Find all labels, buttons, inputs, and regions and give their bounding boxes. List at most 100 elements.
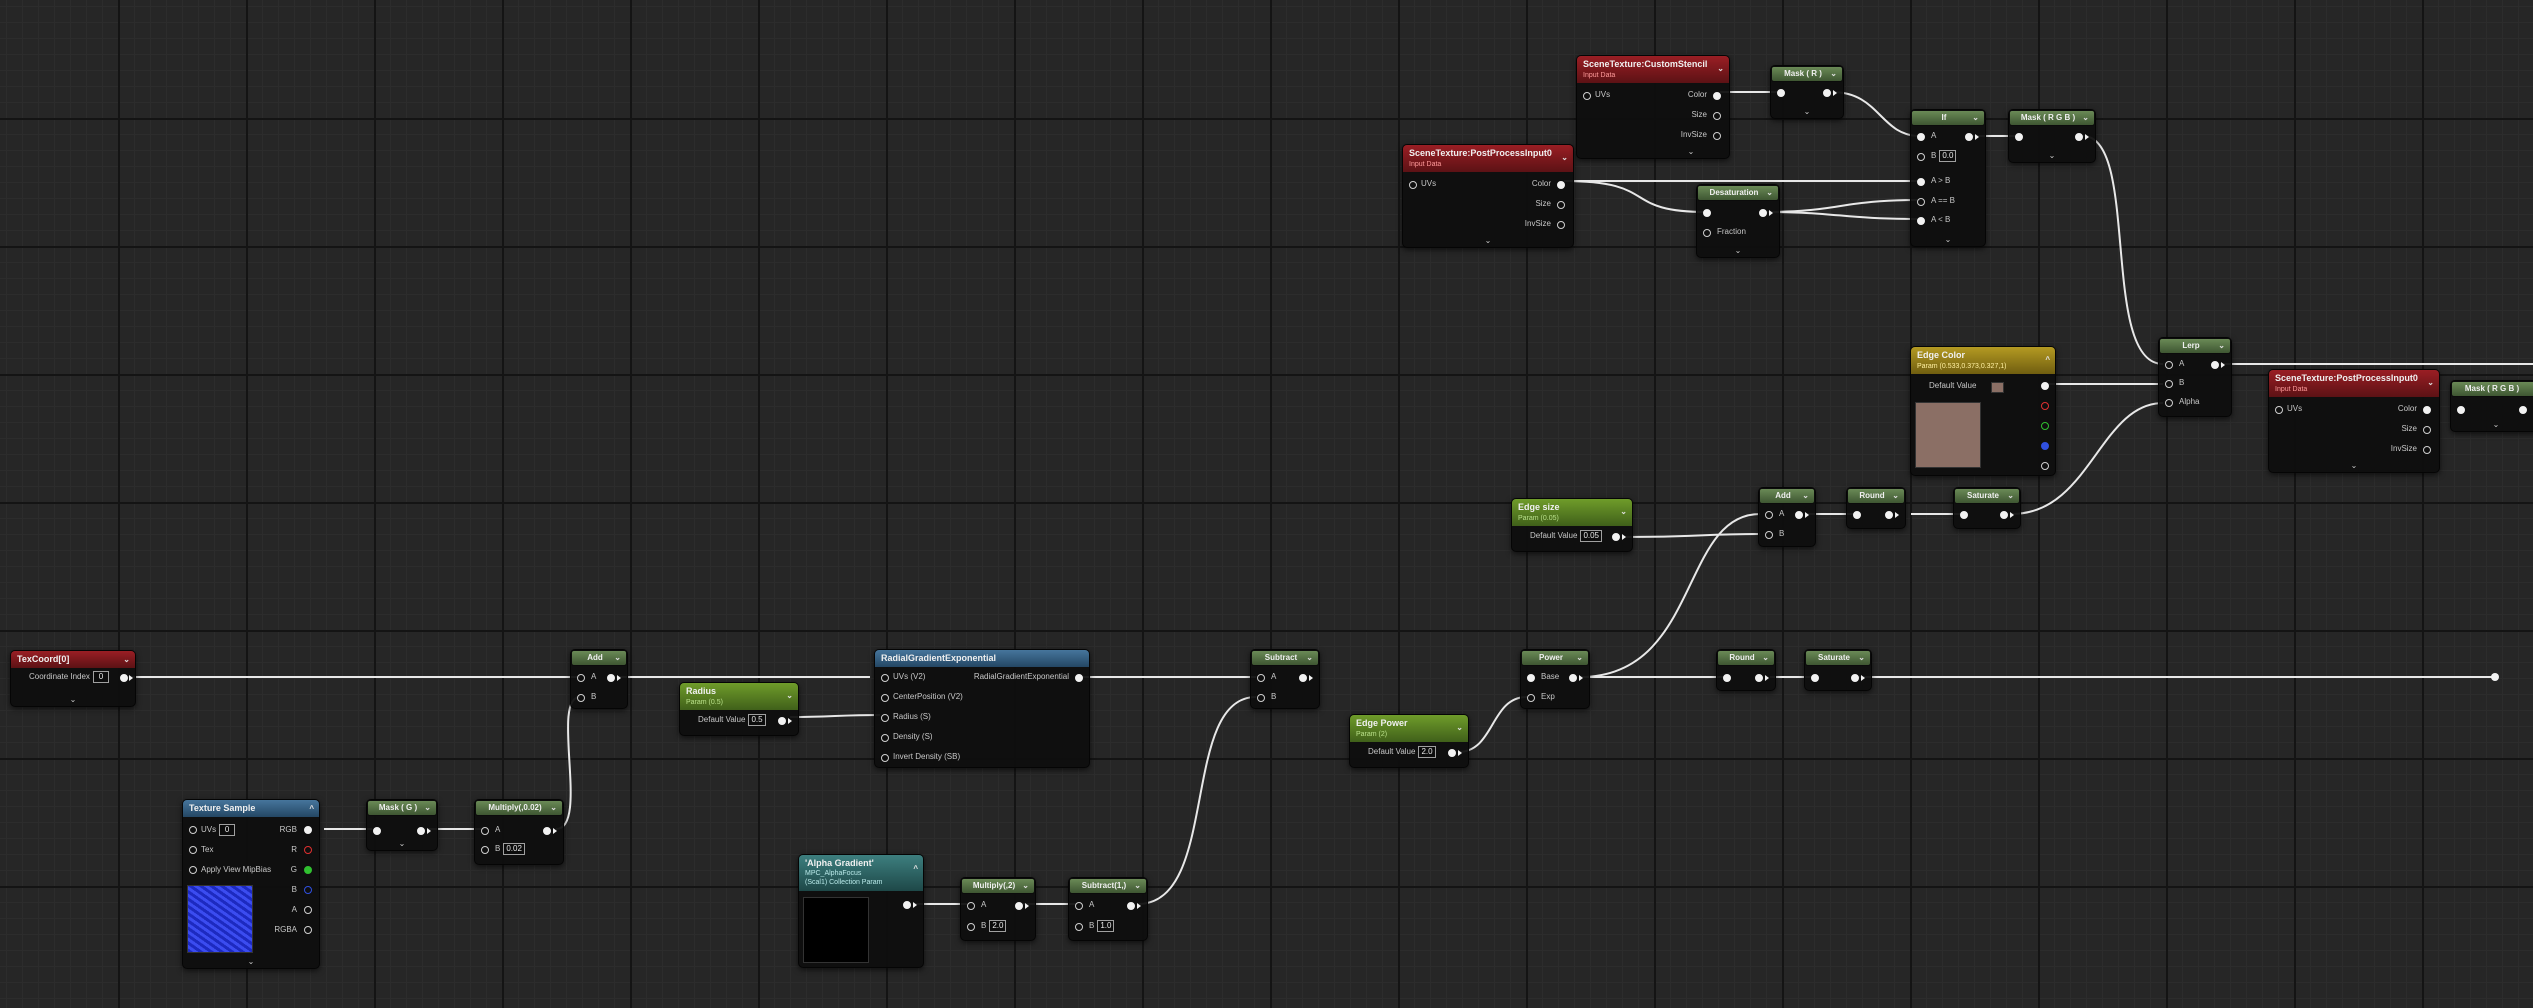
chevron-down-icon[interactable]: ⌄ — [1022, 881, 1029, 890]
input-pin[interactable] — [1917, 153, 1925, 161]
chevron-down-icon[interactable]: ⌄ — [1972, 113, 1979, 122]
chevron-down-icon[interactable]: ⌄ — [1762, 653, 1769, 662]
input-pin[interactable] — [1703, 229, 1711, 237]
lerp-node[interactable]: Lerp⌄ A B Alpha — [2158, 337, 2232, 417]
input-pin[interactable] — [967, 902, 975, 910]
input-pin[interactable] — [1075, 923, 1083, 931]
output-pin[interactable] — [2075, 133, 2083, 141]
output-pin[interactable] — [1127, 902, 1135, 910]
chevron-down-icon[interactable]: ⌄ — [1456, 723, 1463, 732]
input-pin[interactable] — [1765, 531, 1773, 539]
output-pin[interactable] — [2519, 406, 2527, 414]
output-pin[interactable] — [2041, 382, 2049, 390]
input-pin[interactable] — [2457, 406, 2465, 414]
output-pin[interactable] — [607, 674, 615, 682]
output-pin[interactable] — [2000, 511, 2008, 519]
input-pin[interactable] — [189, 866, 197, 874]
chevron-up-icon[interactable]: ^ — [309, 804, 314, 813]
chevron-down-icon[interactable]: ⌄ — [786, 691, 793, 700]
mask-rgb-node-2[interactable]: Mask ( R G B ) ⌄ — [2450, 380, 2533, 432]
output-pin[interactable] — [1015, 902, 1023, 910]
input-pin[interactable] — [577, 694, 585, 702]
default-value-field[interactable]: 0.5 — [748, 714, 766, 726]
saturate-node[interactable]: Saturate⌄ — [1804, 649, 1872, 691]
power-node[interactable]: Power⌄ Base Exp — [1520, 649, 1590, 709]
input-pin[interactable] — [1777, 89, 1785, 97]
input-pin[interactable] — [481, 827, 489, 835]
input-pin[interactable] — [1257, 674, 1265, 682]
chevron-up-icon[interactable]: ^ — [913, 864, 918, 873]
input-pin[interactable] — [2275, 406, 2283, 414]
b-value-field[interactable]: 1.0 — [1097, 920, 1115, 932]
radial-gradient-node[interactable]: RadialGradientExponential UVs (V2) Cente… — [874, 649, 1090, 768]
default-value-field[interactable]: 2.0 — [1418, 746, 1436, 758]
input-pin[interactable] — [577, 674, 585, 682]
input-pin[interactable] — [967, 923, 975, 931]
alpha-gradient-node[interactable]: 'Alpha Gradient'MPC_AlphaFocus(Scal1) Co… — [798, 854, 924, 968]
a-output-pin[interactable] — [2041, 462, 2049, 470]
b-output-pin[interactable] — [304, 886, 312, 894]
output-pin[interactable] — [1965, 133, 1973, 141]
output-pin[interactable] — [1448, 749, 1456, 757]
output-pin[interactable] — [1795, 511, 1803, 519]
default-color-swatch[interactable] — [1991, 382, 2004, 393]
input-pin[interactable] — [1257, 694, 1265, 702]
color-output-pin[interactable] — [1557, 181, 1565, 189]
input-pin[interactable] — [1853, 511, 1861, 519]
chevron-down-icon[interactable]: ⌄ — [2218, 341, 2225, 350]
add-node-2[interactable]: Add⌄ A B — [1758, 487, 1816, 547]
chevron-down-icon[interactable]: ⌄ — [1858, 653, 1865, 662]
chevron-down-icon[interactable]: ⌄ — [123, 655, 130, 664]
r-output-pin[interactable] — [2041, 402, 2049, 410]
chevron-down-icon[interactable]: ⌄ — [424, 803, 431, 812]
desaturation-node[interactable]: Desaturation⌄ Fraction ⌄ — [1696, 184, 1780, 258]
input-pin[interactable] — [1703, 209, 1711, 217]
size-output-pin[interactable] — [2423, 426, 2431, 434]
input-pin[interactable] — [1527, 694, 1535, 702]
output-pin[interactable] — [1851, 674, 1859, 682]
rgb-output-pin[interactable] — [304, 826, 312, 834]
input-pin[interactable] — [1527, 674, 1535, 682]
chevron-up-icon[interactable]: ^ — [2045, 355, 2050, 364]
output-pin[interactable] — [120, 674, 128, 682]
chevron-down-icon[interactable]: ⌄ — [1561, 153, 1568, 162]
input-pin[interactable] — [1811, 674, 1819, 682]
round-node[interactable]: Round⌄ — [1716, 649, 1776, 691]
uvs-field[interactable]: 0 — [219, 824, 236, 836]
input-pin[interactable] — [1583, 92, 1591, 100]
input-pin[interactable] — [189, 826, 197, 834]
input-pin[interactable] — [2165, 399, 2173, 407]
output-pin[interactable] — [778, 717, 786, 725]
chevron-down-icon[interactable]: ⌄ — [1766, 188, 1773, 197]
a-output-pin[interactable] — [304, 906, 312, 914]
input-pin[interactable] — [1723, 674, 1731, 682]
coord-index-field[interactable]: 0 — [92, 671, 109, 683]
input-pin[interactable] — [373, 827, 381, 835]
output-pin[interactable] — [1823, 89, 1831, 97]
expand-icon[interactable]: ⌄ — [1803, 107, 1811, 116]
expand-icon[interactable]: ⌄ — [398, 839, 406, 848]
invsize-output-pin[interactable] — [1557, 221, 1565, 229]
chevron-down-icon[interactable]: ⌄ — [1802, 491, 1809, 500]
mask-r-node[interactable]: Mask ( R )⌄ ⌄ — [1770, 65, 1844, 119]
chevron-down-icon[interactable]: ⌄ — [1620, 507, 1627, 516]
input-pin[interactable] — [881, 714, 889, 722]
expand-icon[interactable]: ⌄ — [1687, 147, 1695, 156]
chevron-down-icon[interactable]: ⌄ — [2427, 378, 2434, 387]
output-pin[interactable] — [1759, 209, 1767, 217]
saturate-node-2[interactable]: Saturate⌄ — [1953, 487, 2021, 529]
input-pin[interactable] — [1075, 902, 1083, 910]
input-pin[interactable] — [2165, 361, 2173, 369]
invsize-output-pin[interactable] — [2423, 446, 2431, 454]
r-output-pin[interactable] — [304, 846, 312, 854]
chevron-down-icon[interactable]: ⌄ — [614, 653, 621, 662]
b-value-field[interactable]: 0.0 — [1939, 150, 1957, 162]
